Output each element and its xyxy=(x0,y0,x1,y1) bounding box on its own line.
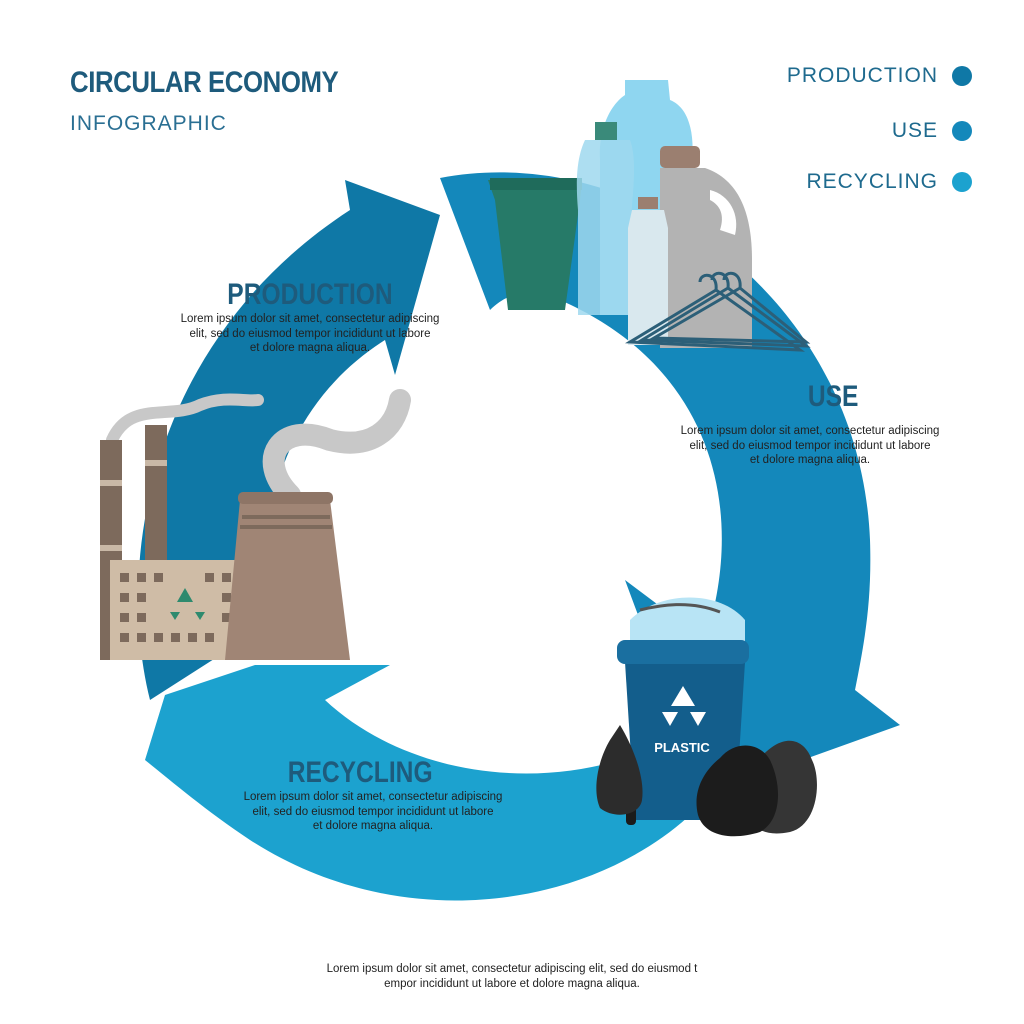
stage-description: Lorem ipsum dolor sit amet, consectetur … xyxy=(680,425,940,466)
recycle-symbol-icon xyxy=(662,686,706,726)
stage-title: USE xyxy=(807,380,859,413)
page-subtitle: INFOGRAPHIC xyxy=(70,112,227,135)
stage-description: Lorem ipsum dolor sit amet, consectetur … xyxy=(243,791,503,832)
smoke-icon xyxy=(262,389,411,506)
legend-dot xyxy=(952,121,972,141)
page-title: CIRCULAR ECONOMY xyxy=(70,66,339,99)
stage-recycling: RECYCLING Lorem ipsum dolor sit amet, co… xyxy=(218,756,528,834)
stage-title: RECYCLING xyxy=(287,756,433,789)
legend-item-production: PRODUCTION xyxy=(787,64,972,88)
legend-item-recycling: RECYCLING xyxy=(806,170,972,194)
recycling-arrow xyxy=(145,665,730,901)
legend-label: USE xyxy=(891,119,938,142)
recycle-bin-icon: PLASTIC xyxy=(596,597,817,837)
garbage-bag-icon xyxy=(696,745,779,837)
stage-production: PRODUCTION Lorem ipsum dolor sit amet, c… xyxy=(155,278,465,356)
plastic-bottle-icon xyxy=(576,140,635,315)
use-arrow xyxy=(440,172,900,796)
recycle-symbol-icon xyxy=(170,588,205,620)
smoke-icon xyxy=(106,393,264,446)
legend-item-use: USE xyxy=(892,119,972,143)
stage-title: PRODUCTION xyxy=(227,278,393,311)
clothes-hanger-icon xyxy=(625,271,811,352)
factory-icon xyxy=(100,389,411,660)
bucket-icon xyxy=(488,180,582,310)
use-items xyxy=(488,80,811,352)
legend-label: PRODUCTION xyxy=(786,64,938,87)
bin-label: PLASTIC xyxy=(654,740,710,755)
stage-use: USE Lorem ipsum dolor sit amet, consecte… xyxy=(655,380,965,468)
garbage-bag-icon xyxy=(596,725,643,815)
footer-text: Lorem ipsum dolor sit amet, consectetur … xyxy=(326,963,698,990)
legend-dot xyxy=(952,172,972,192)
legend-label: RECYCLING xyxy=(806,170,938,193)
legend-dot xyxy=(952,66,972,86)
plastic-bottle-icon xyxy=(628,210,668,345)
stage-description: Lorem ipsum dolor sit amet, consectetur … xyxy=(180,313,440,354)
